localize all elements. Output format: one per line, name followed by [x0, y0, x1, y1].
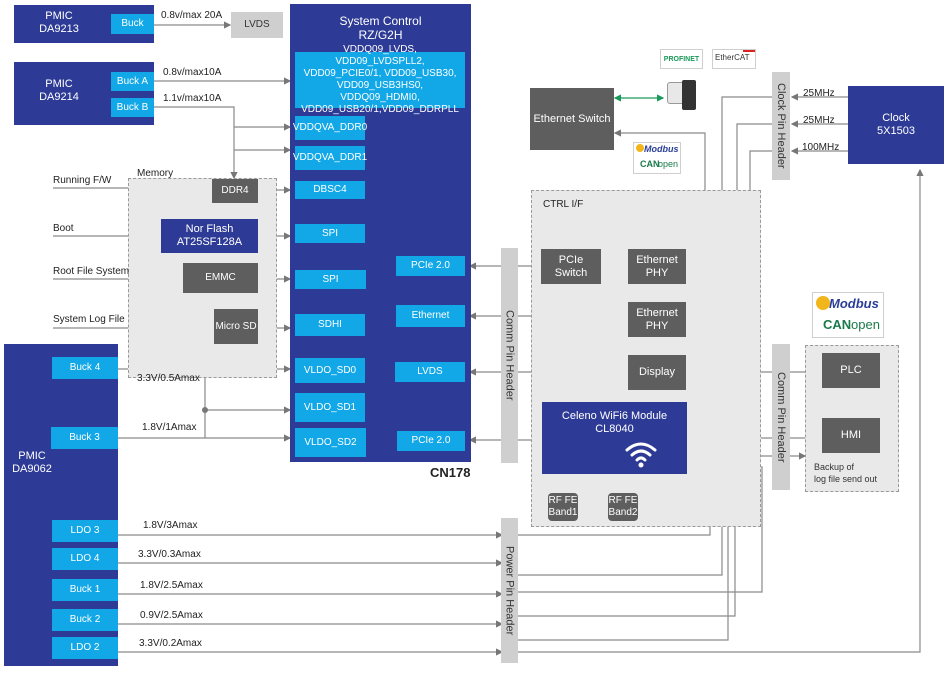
soc-spi: SPI	[295, 224, 365, 243]
modbus-canopen-logo: Modbus CAN open	[633, 142, 681, 174]
ethernet-phy-block: Ethernet PHY	[628, 302, 686, 337]
wifi-module: Celeno WiFi6 Module CL8040	[542, 402, 687, 474]
input-system-log: System Log File	[53, 314, 125, 325]
soc-part: RZ/G2H	[358, 28, 403, 42]
soc-vldo-sd1: VLDO_SD1	[295, 393, 365, 422]
wifi-icon	[625, 442, 657, 468]
input-boot: Boot	[53, 223, 74, 234]
ethercat-arrow-icon	[743, 50, 755, 52]
pmic-da9214-part: DA9214	[39, 91, 79, 103]
soc-dbsc4: DBSC4	[295, 181, 365, 199]
wifi-part: CL8040	[595, 423, 634, 435]
pmic-da9062-part: DA9062	[12, 463, 52, 475]
nor-flash-block: Nor Flash AT25SF128A	[161, 219, 258, 253]
modbus-canopen-logo: Modbus CAN open	[812, 292, 884, 338]
modbus-gear-icon	[636, 144, 644, 152]
rail-buck-b: Buck B	[111, 98, 154, 117]
pmic-da9213: PMIC DA9213 Buck	[14, 5, 154, 43]
output-label: 0.8v/max10A	[163, 67, 222, 78]
output-label: 1.8V/3Amax	[143, 520, 198, 531]
modbus-gear-icon	[816, 296, 830, 310]
plc-block: PLC	[822, 353, 880, 388]
clock-5x1503: Clock 5X1503	[848, 86, 944, 164]
pmic-da9062-title: PMIC	[18, 450, 46, 462]
emmc-block: EMMC	[183, 263, 258, 293]
soc-vldo-sd0: VLDO_SD0	[295, 358, 365, 383]
pmic-da9213-title: PMIC	[45, 10, 73, 22]
output-label: 3.3V/0.2Amax	[139, 638, 202, 649]
clock-output-label: 25MHz	[803, 88, 835, 99]
soc-vldo-sd2: VLDO_SD2	[295, 428, 366, 457]
micro-sd-block: Micro SD	[214, 309, 258, 344]
pmic-da9214-title: PMIC	[45, 78, 73, 90]
output-label: 0.8v/max 20A	[161, 10, 223, 21]
output-label: 0.9V/2.5Amax	[140, 610, 203, 621]
rf-fe-band1: RF FE Band1	[548, 493, 578, 521]
profinet-logo: PROFINET	[660, 49, 703, 69]
rail-buck-1: Buck 1	[52, 579, 118, 601]
industrial-device-icon	[682, 80, 696, 110]
pcie-switch-block: PCIe Switch	[541, 249, 601, 284]
hmi-block: HMI	[822, 418, 880, 453]
pmic-da9213-part: DA9213	[39, 23, 79, 35]
rf-fe-band2: RF FE Band2	[608, 493, 638, 521]
input-running-fw: Running F/W	[53, 175, 112, 186]
input-root-fs: Root File System	[53, 266, 130, 277]
pmic-da9062: PMIC DA9062 Buck 4 Buck 3 LDO 3 LDO 4 Bu…	[4, 344, 118, 666]
power-pin-header: Power Pin Header	[501, 518, 518, 663]
rail-ldo-4: LDO 4	[52, 548, 118, 570]
rail-ldo-3: LDO 3	[52, 520, 118, 542]
comm-pin-header-left: Comm Pin Header	[501, 248, 518, 463]
ethernet-switch-block: Ethernet Switch	[530, 88, 614, 150]
lvds-block: LVDS	[231, 12, 283, 38]
clock-pin-header: Clock Pin Header	[772, 72, 790, 180]
soc-sdhi: SDHI	[295, 314, 365, 336]
rail-buck-2: Buck 2	[52, 609, 118, 631]
comm-pin-header-right: Comm Pin Header	[772, 344, 790, 490]
power-domains-block: VDDQ09_LVDS, VDD09_LVDSPLL2, VDD09_PCIE0…	[295, 44, 465, 115]
rail-buck-3: Buck 3	[51, 427, 118, 449]
ethercat-logo: EtherCAT	[712, 49, 756, 69]
output-label: 1.1v/max10A	[163, 93, 222, 104]
board-label: CN178	[430, 465, 471, 480]
soc-rz-g2h: System Control RZ/G2H VDDQ09_LVDS, VDD09…	[290, 4, 471, 462]
ethernet-phy-block: Ethernet PHY	[628, 249, 686, 284]
output-label: 1.8V/2.5Amax	[140, 580, 203, 591]
output-label: 3.3V/0.3Amax	[138, 549, 201, 560]
rail-buck-a: Buck A	[111, 72, 154, 91]
soc-pcie: PCIe 2.0	[396, 256, 465, 276]
ddr4-block: DDR4	[212, 179, 258, 203]
clock-output-label: 100MHz	[802, 142, 840, 153]
soc-ethernet: Ethernet	[396, 305, 465, 327]
soc-lvds: LVDS	[395, 362, 465, 382]
ctrl-if-title: CTRL I/F	[543, 199, 584, 210]
output-label: 3.3V/0.5Amax	[137, 373, 200, 384]
memory-title: Memory	[137, 168, 174, 179]
clock-output-label: 25MHz	[803, 115, 835, 126]
rail-ldo-2: LDO 2	[52, 637, 118, 659]
soc-vddqva-ddr0: VDDQVA_DDR0	[293, 116, 367, 140]
soc-title: System Control	[339, 14, 422, 28]
output-label: 1.8V/1Amax	[142, 422, 197, 433]
wifi-title: Celeno WiFi6 Module	[561, 410, 668, 422]
backup-note: Backup of log file send out	[814, 462, 878, 484]
rail-buck: Buck	[111, 14, 154, 34]
soc-vddqva-ddr1: VDDQVA_DDR1	[293, 146, 367, 170]
rail-buck-4: Buck 4	[52, 357, 118, 379]
soc-spi: SPI	[295, 270, 366, 289]
pmic-da9214: PMIC DA9214 Buck A Buck B	[14, 62, 154, 125]
display-block: Display	[628, 355, 686, 390]
soc-pcie: PCIe 2.0	[397, 431, 465, 451]
